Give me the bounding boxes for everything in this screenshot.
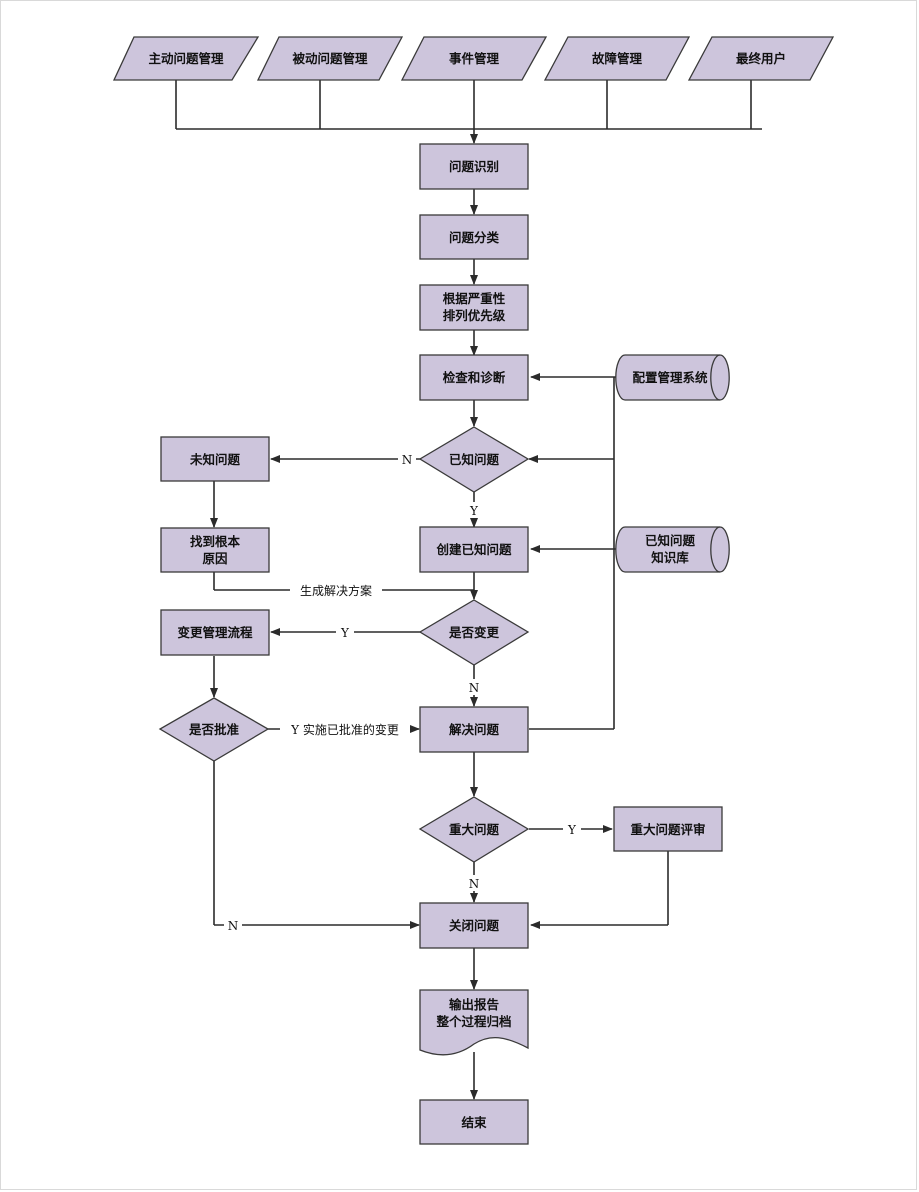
- step-major-review: 重大问题评审: [613, 806, 723, 852]
- decision-approved: 是否批准: [158, 697, 270, 762]
- database-cmdb: 配置管理系统: [615, 354, 730, 401]
- step-diagnose-label: 检查和诊断: [443, 370, 506, 385]
- edge-label-change-no: N: [469, 681, 480, 695]
- step-find-root-label-2: 原因: [202, 551, 227, 566]
- step-close: 关闭问题: [419, 902, 529, 949]
- source-nodes: 主动问题管理 被动问题管理 事件管理 故障管理 最终用户: [112, 36, 835, 81]
- edge-label-major-yes: Y: [567, 823, 577, 837]
- source-fault-label: 故障管理: [592, 51, 643, 66]
- step-find-root: 找到根本 原因: [160, 527, 270, 573]
- decision-need-change: 是否变更: [418, 599, 530, 666]
- step-resolve: 解决问题: [419, 706, 529, 753]
- step-create-known: 创建已知问题: [419, 526, 529, 573]
- database-nodes: 配置管理系统 已知问题 知识库: [615, 354, 730, 573]
- edge-label-major-no: N: [469, 877, 480, 891]
- decision-major-problem: 重大问题: [418, 796, 530, 863]
- step-major-review-label: 重大问题评审: [630, 822, 705, 837]
- decision-known-problem: 已知问题: [418, 426, 530, 493]
- step-identify-label: 问题识别: [449, 159, 499, 174]
- step-change-process: 变更管理流程: [160, 609, 270, 656]
- source-incident-label: 事件管理: [449, 51, 500, 66]
- step-unknown-problem: 未知问题: [160, 436, 270, 482]
- edge-label-approved-yes: Y 实施已批准的变更: [290, 722, 399, 737]
- decision-nodes: 已知问题 是否变更 是否批准 重大问题: [158, 426, 530, 863]
- edge-label-solution: 生成解决方案: [300, 583, 372, 598]
- step-classify: 问题分类: [419, 214, 529, 260]
- source-reactive: 被动问题管理: [256, 36, 404, 81]
- step-diagnose: 检查和诊断: [419, 354, 529, 401]
- step-report: 输出报告 整个过程归档: [419, 989, 529, 1056]
- decision-major-problem-label: 重大问题: [449, 822, 500, 837]
- source-proactive: 主动问题管理: [112, 36, 260, 81]
- source-reactive-label: 被动问题管理: [292, 51, 368, 66]
- step-prioritize-label-2: 排列优先级: [443, 308, 506, 323]
- step-report-label-1: 输出报告: [449, 997, 500, 1012]
- decision-known-problem-label: 已知问题: [449, 452, 500, 467]
- edge-labels: N Y 生成解决方案 Y N Y 实施已批准的变更 N Y N: [224, 451, 581, 933]
- source-proactive-label: 主动问题管理: [148, 51, 224, 66]
- source-end-user: 最终用户: [687, 36, 835, 81]
- database-kedb-label-1: 已知问题: [645, 533, 696, 548]
- edge-label-known-no: N: [402, 453, 413, 467]
- database-cmdb-label: 配置管理系统: [632, 370, 708, 385]
- step-prioritize: 根据严重性 排列优先级: [419, 284, 529, 331]
- step-end: 结束: [419, 1099, 529, 1145]
- source-end-user-label: 最终用户: [736, 51, 786, 66]
- database-kedb-label-2: 知识库: [650, 550, 689, 565]
- database-kedb: 已知问题 知识库: [615, 526, 730, 573]
- decision-approved-label: 是否批准: [188, 722, 240, 737]
- source-fault: 故障管理: [543, 36, 691, 81]
- decision-need-change-label: 是否变更: [448, 625, 500, 640]
- step-resolve-label: 解决问题: [449, 722, 500, 737]
- edge-label-change-yes: Y: [340, 626, 350, 640]
- step-change-process-label: 变更管理流程: [177, 625, 253, 640]
- step-identify: 问题识别: [419, 143, 529, 190]
- source-incident: 事件管理: [400, 36, 548, 81]
- step-close-label: 关闭问题: [449, 918, 500, 933]
- edge-label-approved-no: N: [228, 919, 239, 933]
- step-find-root-label-1: 找到根本: [190, 534, 241, 549]
- step-prioritize-label-1: 根据严重性: [443, 291, 506, 306]
- step-unknown-problem-label: 未知问题: [189, 452, 241, 467]
- process-nodes: 问题识别 问题分类 根据严重性 排列优先级 检查和诊断 未知问题 找到根本 原因…: [160, 143, 723, 1145]
- step-end-label: 结束: [461, 1115, 487, 1130]
- step-create-known-label: 创建已知问题: [435, 542, 512, 557]
- edge-label-known-yes: Y: [469, 504, 479, 518]
- step-classify-label: 问题分类: [449, 230, 500, 245]
- step-report-label-2: 整个过程归档: [436, 1014, 511, 1029]
